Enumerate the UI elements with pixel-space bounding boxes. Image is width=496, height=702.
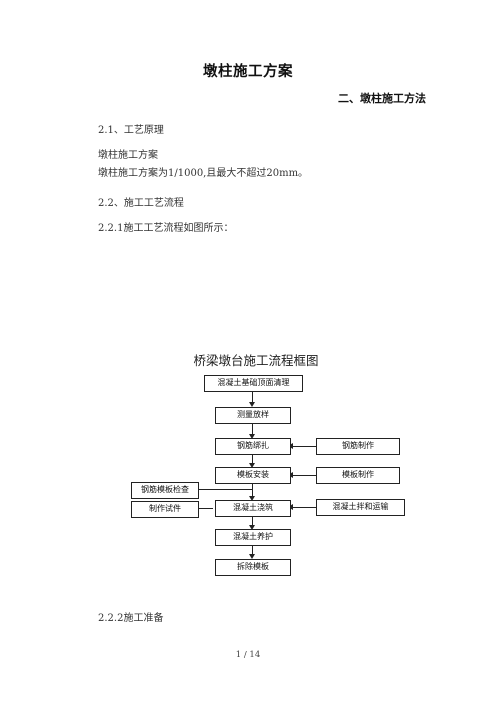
connector — [252, 424, 253, 437]
connector — [292, 475, 316, 476]
arrow-down-icon — [249, 496, 255, 501]
flow-step-rebar-binding: 钢筋绑扎 — [215, 438, 291, 455]
connector — [252, 392, 253, 405]
paragraph-flow-intro: 2.2.1施工工艺流程如图所示： — [98, 223, 234, 234]
flow-side-rebar-formwork-inspection: 钢筋模板检查 — [131, 482, 199, 499]
flow-side-concrete-mixing: 混凝土拌和运输 — [316, 499, 405, 516]
flow-step-concrete-curing: 混凝土养护 — [215, 529, 291, 546]
connector — [252, 482, 253, 499]
page-indicator: 1 / 14 — [235, 650, 261, 660]
flow-step-formwork-install: 模板安装 — [215, 467, 291, 484]
arrow-down-icon — [249, 402, 255, 407]
paragraph-process-principle: 2.1、工艺原理 — [98, 125, 164, 136]
flow-side-rebar-fabrication: 钢筋制作 — [316, 438, 400, 455]
document-title: 墩柱施工方案 — [203, 64, 293, 80]
section-heading: 二、墩柱施工方法 — [338, 92, 426, 105]
connector — [292, 446, 316, 447]
connector — [252, 454, 253, 466]
flow-side-formwork-fabrication: 模板制作 — [316, 467, 400, 484]
arrow-down-icon — [249, 525, 255, 530]
arrow-down-icon — [249, 463, 255, 468]
connector — [292, 507, 316, 508]
arrow-down-icon — [249, 554, 255, 559]
paragraph-pier-plan: 墩柱施工方案 — [98, 150, 158, 161]
connector — [197, 508, 213, 509]
flow-step-survey-layout: 测量放样 — [215, 407, 291, 424]
paragraph-tolerance: 墩柱施工方案为1/1000,且最大不超过20mm。 — [98, 168, 309, 179]
connector — [252, 544, 253, 557]
connector — [252, 515, 253, 528]
paragraph-process-flow: 2.2、施工工艺流程 — [98, 198, 184, 209]
arrow-down-icon — [249, 434, 255, 439]
flow-step-formwork-removal: 拆除模板 — [215, 559, 291, 576]
flow-step-foundation-cleanup: 混凝土基础顶面清理 — [204, 375, 303, 392]
flow-side-test-blocks: 制作试件 — [131, 501, 199, 518]
flowchart-title: 桥梁墩台施工流程框图 — [193, 353, 319, 368]
paragraph-construction-prep: 2.2.2施工准备 — [98, 613, 164, 624]
flow-step-concrete-pouring: 混凝土浇筑 — [215, 500, 291, 517]
connector — [197, 489, 252, 490]
